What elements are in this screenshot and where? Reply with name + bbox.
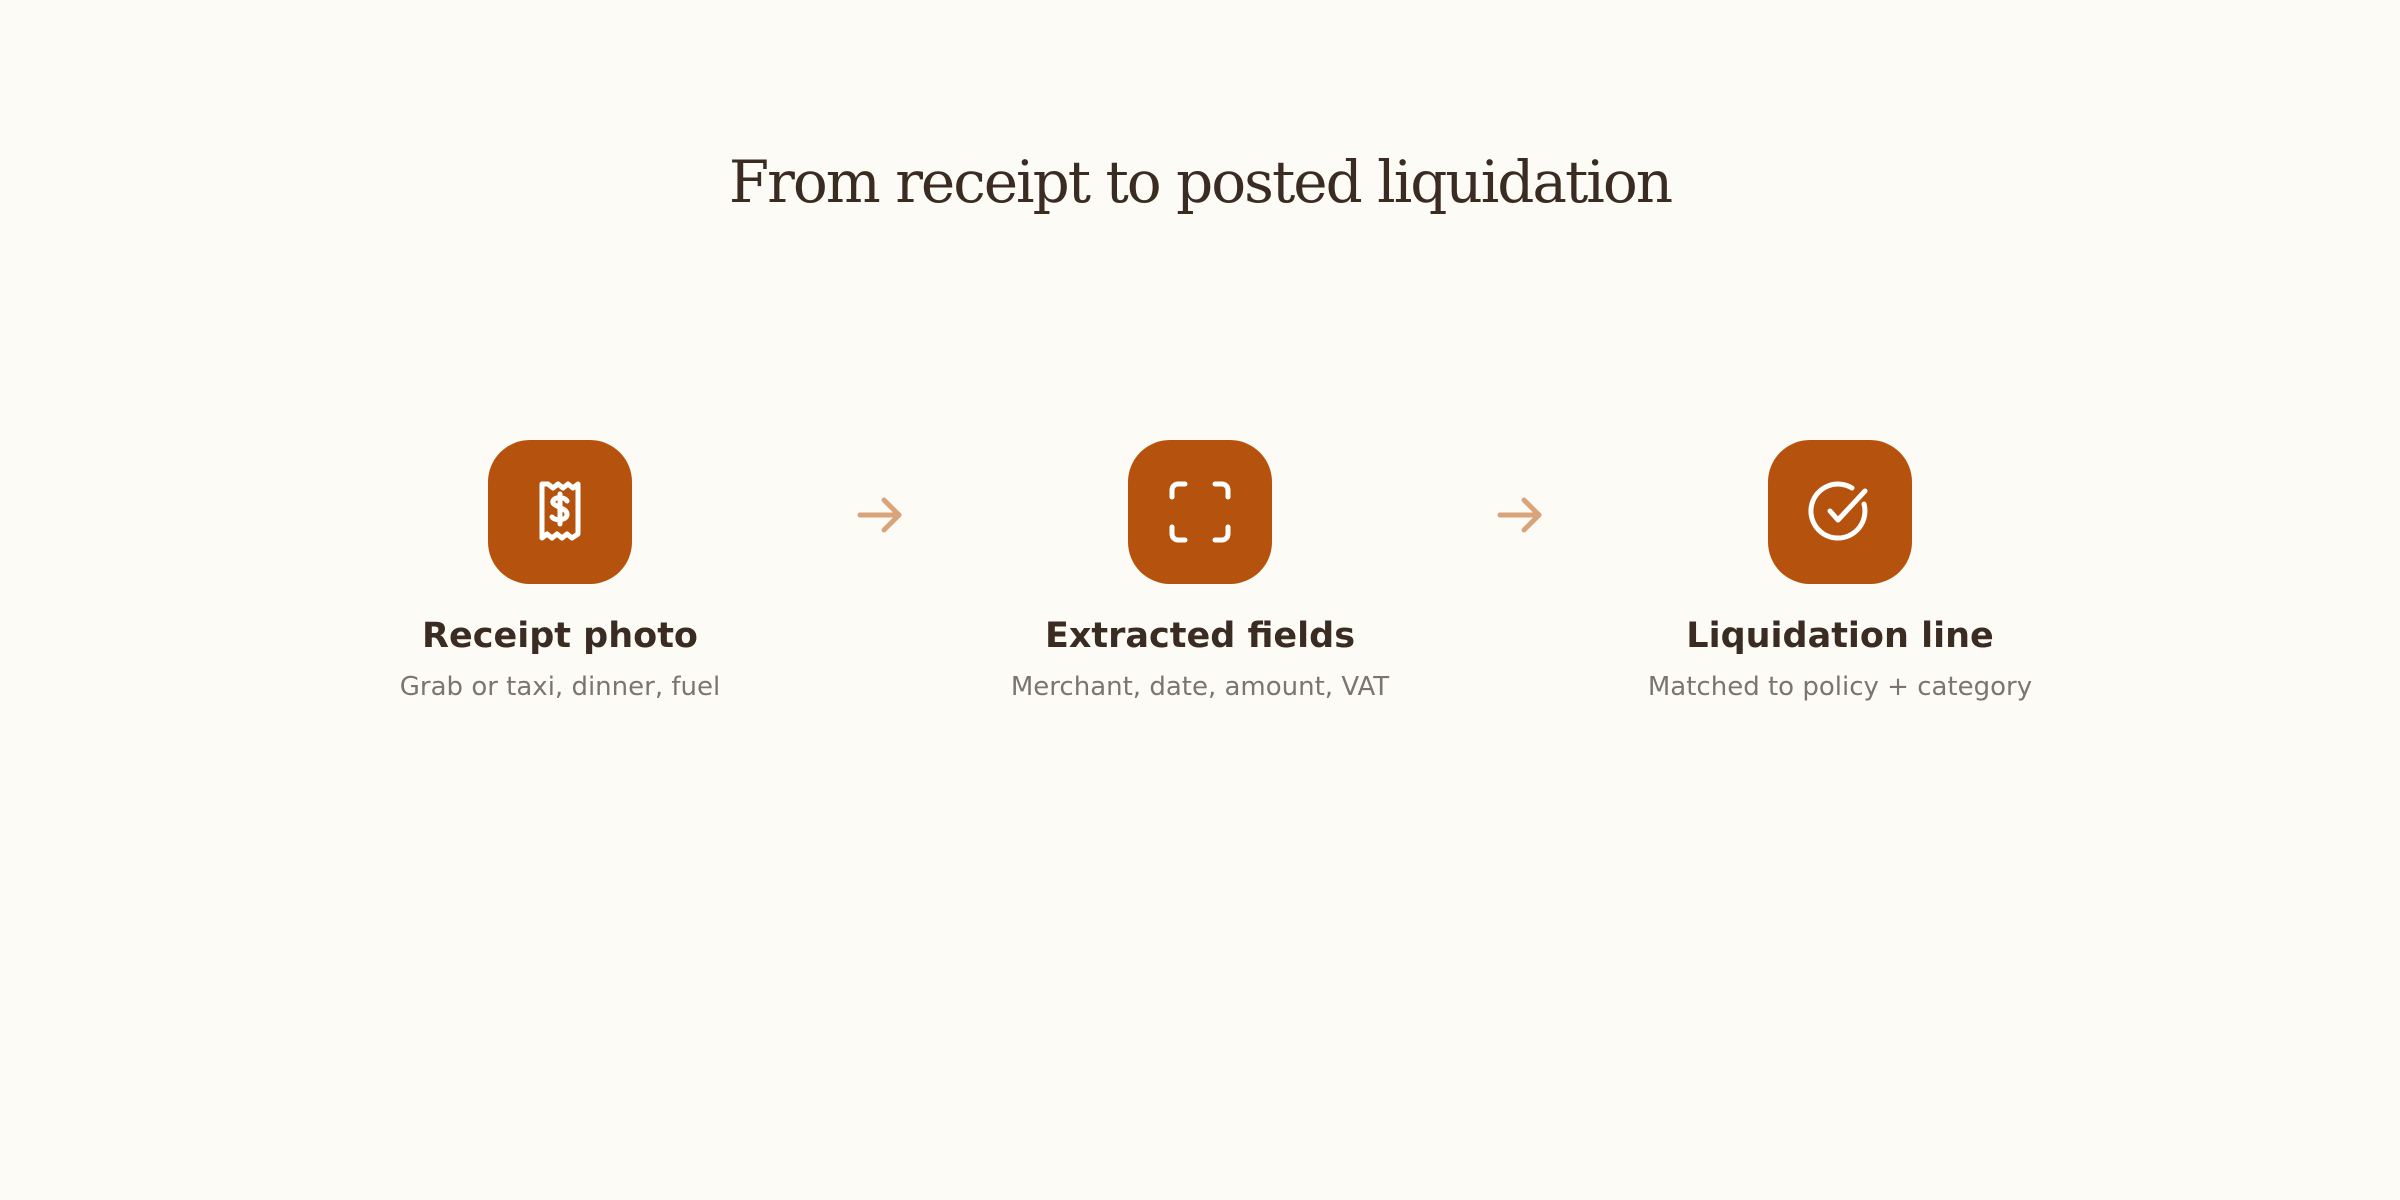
step-icon-tile	[1768, 440, 1912, 584]
page-title: From receipt to posted liquidation	[728, 148, 1673, 216]
arrow-right-icon	[855, 490, 905, 540]
step-title: Receipt photo	[422, 616, 698, 656]
step-icon-tile	[488, 440, 632, 584]
receipt-dollar-icon	[539, 481, 581, 541]
scan-frame-icon	[1169, 481, 1231, 543]
step-liquidation-line: Liquidation line Matched to policy + cat…	[1600, 440, 2080, 704]
step-description: Grab or taxi, dinner, fuel	[399, 672, 721, 702]
step-receipt-photo: Receipt photo Grab or taxi, dinner, fuel	[320, 440, 800, 704]
step-extracted-fields: Extracted fields Merchant, date, amount,…	[960, 440, 1440, 704]
step-title: Liquidation line	[1686, 616, 1994, 656]
step-description: Merchant, date, amount, VAT	[1010, 672, 1390, 702]
step-title: Extracted fields	[1044, 616, 1356, 656]
arrow-right-icon	[1495, 490, 1545, 540]
step-icon-tile	[1128, 440, 1272, 584]
step-description: Matched to policy + category	[1647, 672, 2033, 702]
check-circle-icon	[1808, 481, 1868, 541]
